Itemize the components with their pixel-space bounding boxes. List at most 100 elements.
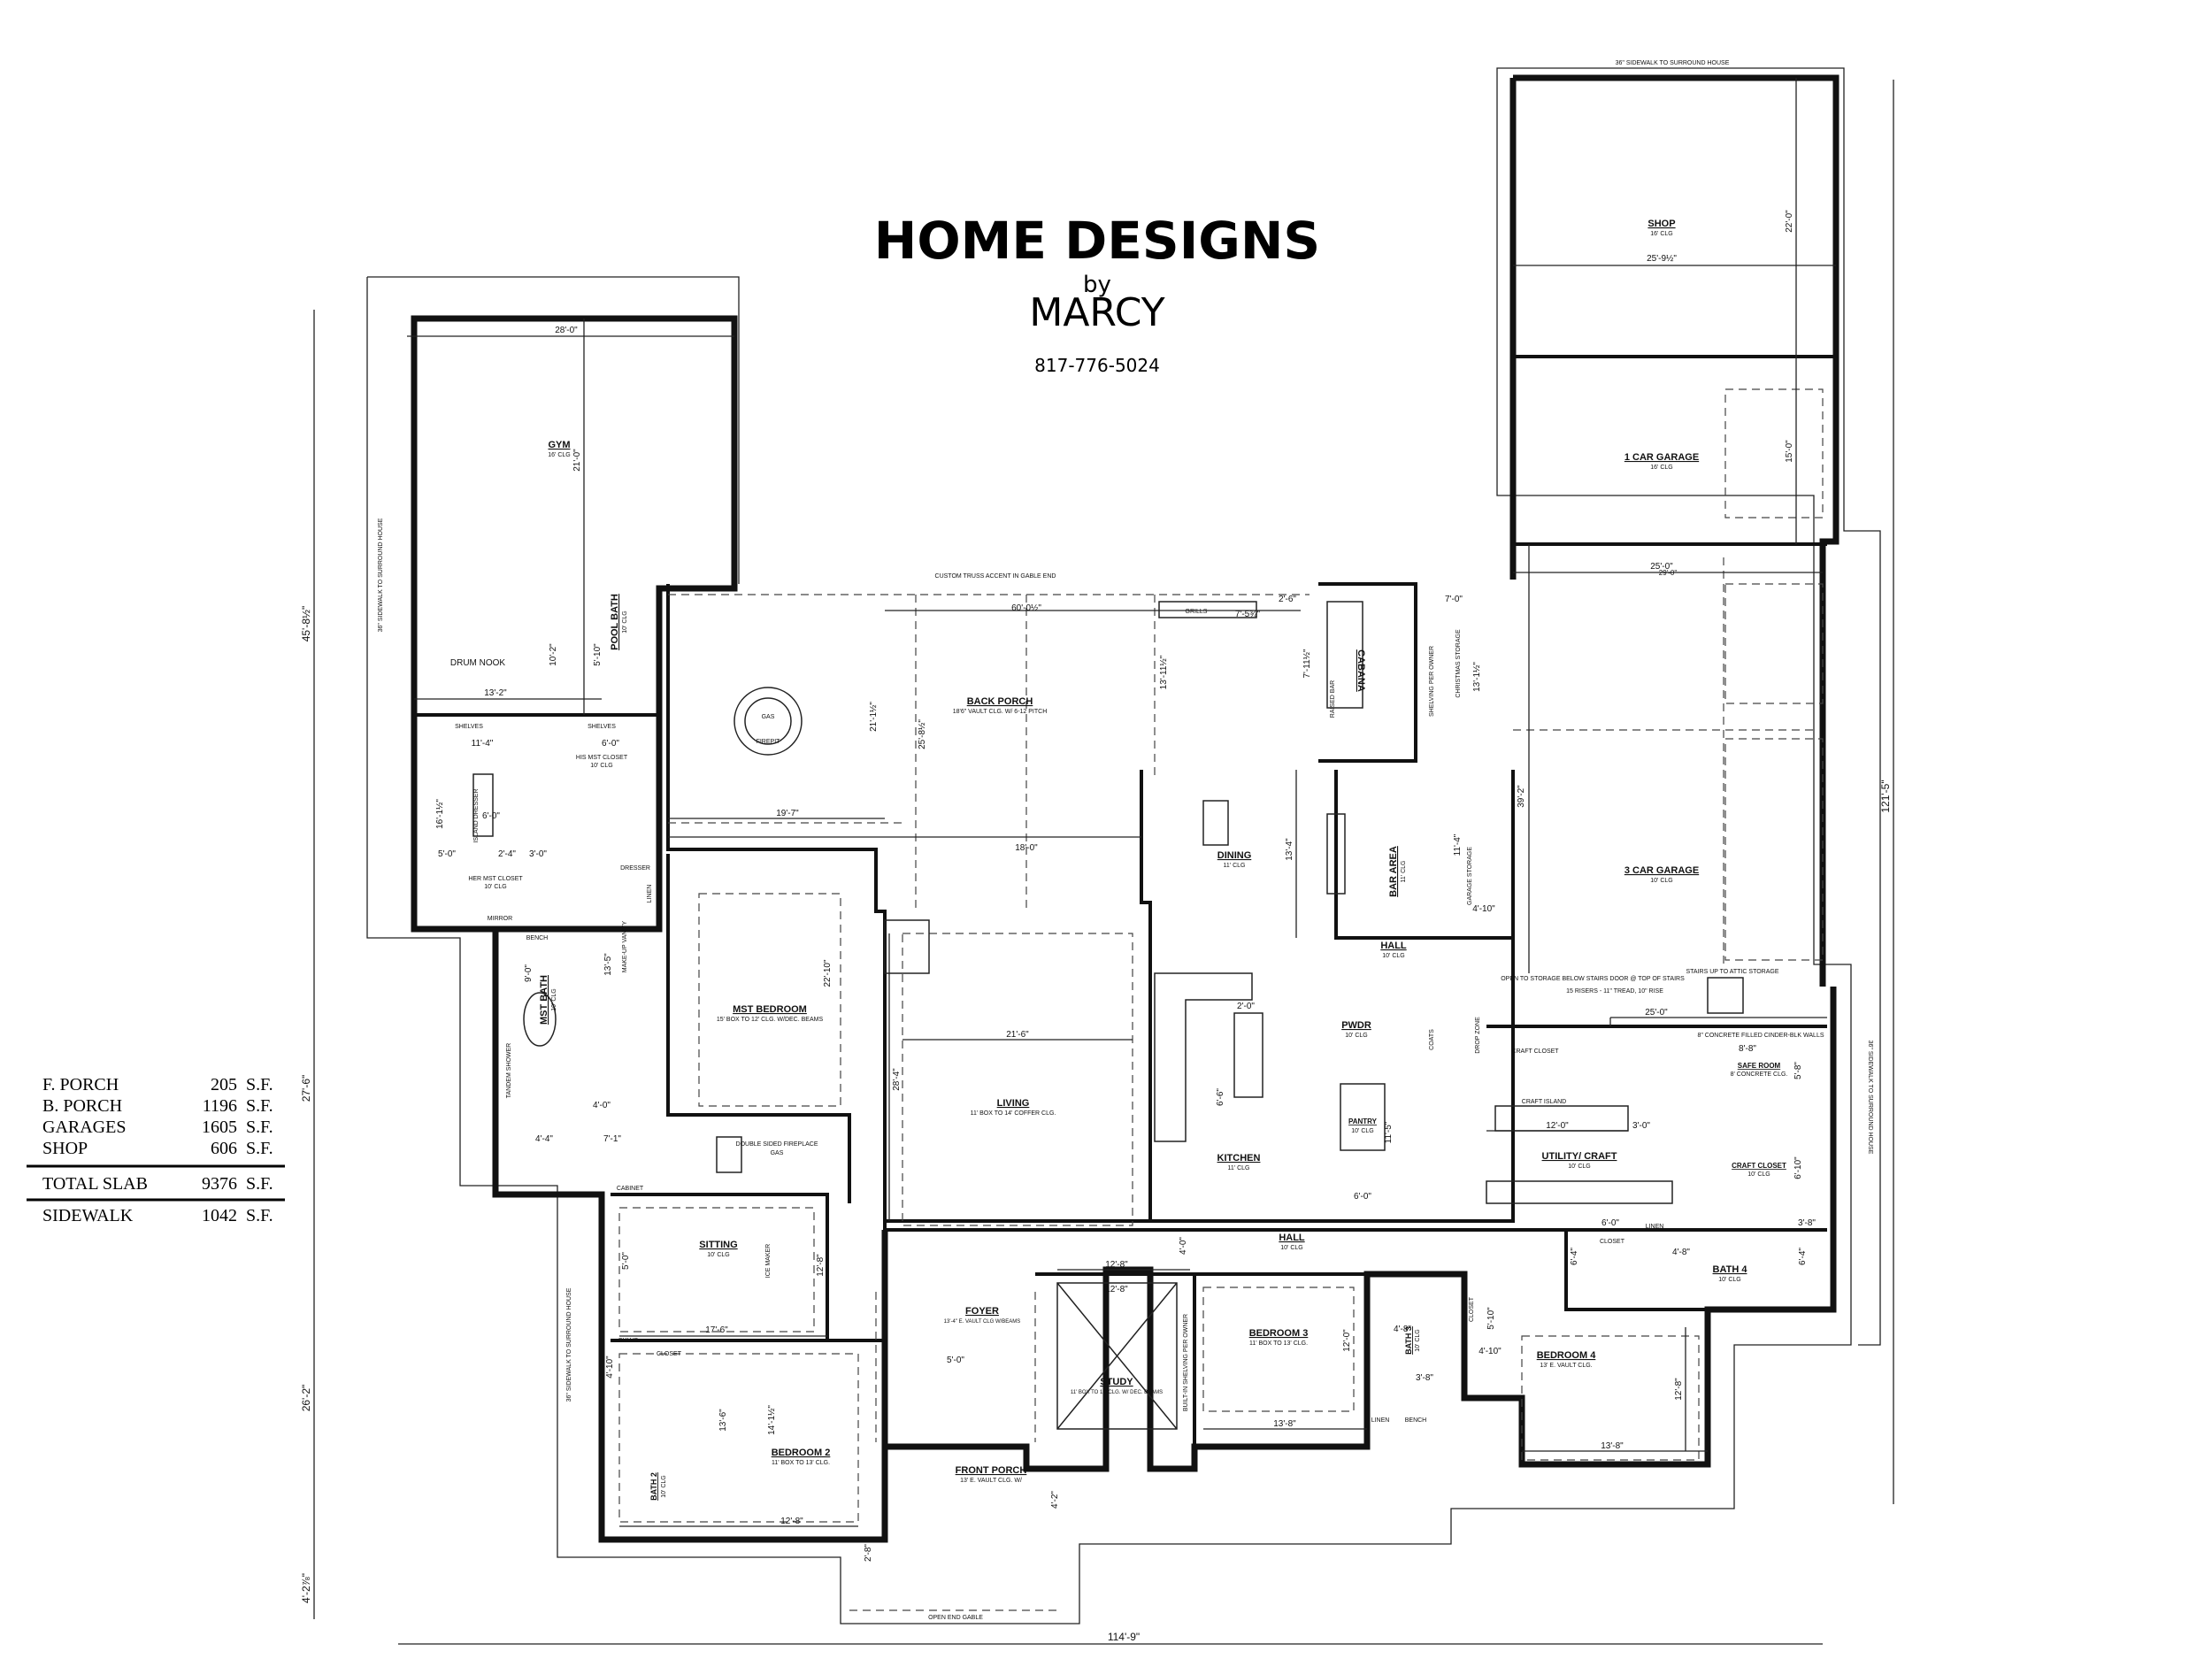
room-name: STUDY — [1100, 1377, 1133, 1387]
legend-label: GARAGES — [42, 1118, 126, 1137]
room-sub: 10' CLG — [1351, 1128, 1373, 1134]
dim-text: 15'-0" — [1785, 440, 1794, 463]
dim-text: 4'-10" — [1479, 1347, 1502, 1356]
room-sub: 10' CLG — [1718, 1277, 1740, 1283]
dashed-lines — [618, 388, 1824, 1611]
dash-car-1 — [1724, 583, 1824, 704]
dim-text: 6'-0" — [602, 739, 619, 749]
island-dresser-label: ISLAND DRESSER — [473, 788, 480, 842]
room-name: FOYER — [965, 1306, 999, 1317]
dim-text: 25'-0" — [1650, 562, 1673, 572]
legend-value: 1605 — [202, 1118, 237, 1137]
mirror-label: MIRROR — [488, 916, 512, 922]
legend-sidewalk-unit: S.F. — [246, 1206, 273, 1225]
dim-text: 28'-4" — [892, 1068, 902, 1091]
his-closet-sub: 10' CLG — [590, 763, 612, 769]
dim-text: 7'-0" — [1445, 595, 1463, 604]
room-name: BAR AREA — [1388, 846, 1399, 897]
dim-text: 6'-0" — [482, 811, 500, 821]
room-sub: 10' CLG — [551, 988, 557, 1010]
bar-wall — [1334, 770, 1515, 940]
legend-unit: S.F. — [246, 1096, 273, 1116]
bath4-wall — [1564, 1230, 1823, 1311]
raised-bar-label: RAISED BAR — [1330, 680, 1336, 718]
her-closet-label: HER MST CLOSET — [468, 876, 523, 882]
dim-text: 4'-2⅞" — [300, 1573, 312, 1603]
kitchen-island — [1233, 1012, 1263, 1098]
dim-text: 6'-10" — [1793, 1156, 1803, 1179]
dim-text: 12'-8" — [1105, 1285, 1128, 1294]
room-name: HALL — [1380, 941, 1407, 951]
dim-text: 3'-0" — [529, 849, 547, 859]
cabinet-label: CABINET — [617, 1186, 644, 1192]
legend-total-unit: S.F. — [246, 1174, 273, 1194]
legend-label: SHOP — [42, 1139, 88, 1158]
dim-text: 114'-9" — [1108, 1631, 1140, 1643]
room-name: BACK PORCH — [967, 696, 1033, 707]
dim-text: 18'-0" — [1015, 843, 1038, 853]
room-name: GYM — [548, 440, 570, 450]
stairs — [1707, 977, 1744, 1014]
legend-sidewalk-value: 1042 — [202, 1206, 237, 1225]
fireplace-label: DOUBLE SIDED FIREPLACE — [736, 1141, 818, 1148]
dim-text: 4'-0" — [593, 1101, 611, 1110]
room-labels: SHOP 16' CLG 1 CAR GARAGE 16' CLG 3 CAR … — [539, 219, 1787, 1501]
dim-text: 11'-5" — [1384, 1121, 1394, 1143]
dim-text: 27'-6" — [300, 1075, 312, 1102]
his-closet-label: HIS MST CLOSET — [576, 755, 628, 761]
pantry-shelf — [1340, 1083, 1386, 1151]
dim-text: 9'-0" — [524, 964, 534, 982]
dim-text: 13'-4" — [1285, 838, 1294, 861]
dining-table — [1202, 800, 1229, 846]
room-sub: 16' CLG — [1650, 465, 1672, 471]
firepit-inner — [744, 697, 792, 745]
bar-counter — [1326, 813, 1346, 895]
closet-label: CLOSET — [657, 1351, 682, 1357]
room-sub: 10' CLG — [1747, 1171, 1770, 1178]
dim-text: 5'-0" — [947, 1356, 964, 1365]
drop-zone-label: DROP ZONE — [1475, 1017, 1481, 1054]
dim-text: 2'-0" — [1237, 1002, 1255, 1011]
dim-text: 4'-2" — [1050, 1491, 1060, 1509]
room-sub: 11' CLG — [1228, 1165, 1250, 1171]
dim-text: 19'-7" — [776, 809, 799, 818]
fireplace-gas-label: GAS — [771, 1150, 784, 1156]
bathtub — [523, 992, 557, 1047]
room-name: BATH 2 — [649, 1472, 658, 1501]
room-name: PWDR — [1341, 1020, 1371, 1031]
dim-text: 11'-4" — [1453, 833, 1463, 856]
sidewalk-bl-label: 36" SIDEWALK TO SURROUND HOUSE — [566, 1287, 572, 1402]
dim-text: 3'-0" — [1632, 1121, 1650, 1131]
area-legend: F. PORCH 205 S.F. B. PORCH 1196 S.F. GAR… — [27, 1075, 285, 1225]
dim-text: 5'-10" — [593, 643, 603, 666]
dim-text: 8'-8" — [1739, 1044, 1756, 1054]
gym-wall — [411, 315, 738, 933]
dash-box-bed3 — [1202, 1286, 1355, 1412]
room-sub: 11' BOX TO 13' CLG. — [772, 1460, 830, 1466]
dim-text: 25'-0" — [1645, 1008, 1668, 1018]
kitchen-wall — [1150, 938, 1515, 1223]
dim-text: 16'-1½" — [435, 799, 445, 829]
dim-text: 6'-4" — [1570, 1248, 1579, 1265]
dim-text: 4'-0" — [1179, 1237, 1188, 1255]
room-sub: 10' CLG — [1415, 1329, 1421, 1351]
title-line-3: MARCY — [1029, 290, 1164, 335]
christmas-storage-label: CHRISTMAS STORAGE — [1455, 629, 1462, 698]
shelving-owner-label: SHELVING PER OWNER — [1429, 646, 1435, 717]
bench-label: BENCH — [1405, 1417, 1427, 1424]
dim-text: 2'-8" — [864, 1544, 873, 1562]
legend-value: 205 — [211, 1075, 237, 1094]
dim-text: 4'-4" — [535, 1134, 553, 1144]
dim-text: 3'-8" — [1416, 1373, 1433, 1383]
room-name: BATH 3 — [1404, 1326, 1413, 1355]
study-beams — [1056, 1282, 1178, 1430]
dash-coffer-living — [902, 933, 1133, 1226]
dim-text: 4'-10" — [1472, 904, 1495, 914]
room-sub: 16' CLG — [548, 452, 570, 458]
legend-value: 1196 — [203, 1096, 237, 1116]
room-name: FRONT PORCH — [956, 1465, 1027, 1476]
dim-text: 25'-8½" — [918, 719, 927, 749]
dining-wall — [885, 770, 1152, 1223]
dim-text: 4'-10" — [605, 1356, 615, 1379]
room-sub: 10' CLG — [1382, 953, 1404, 959]
